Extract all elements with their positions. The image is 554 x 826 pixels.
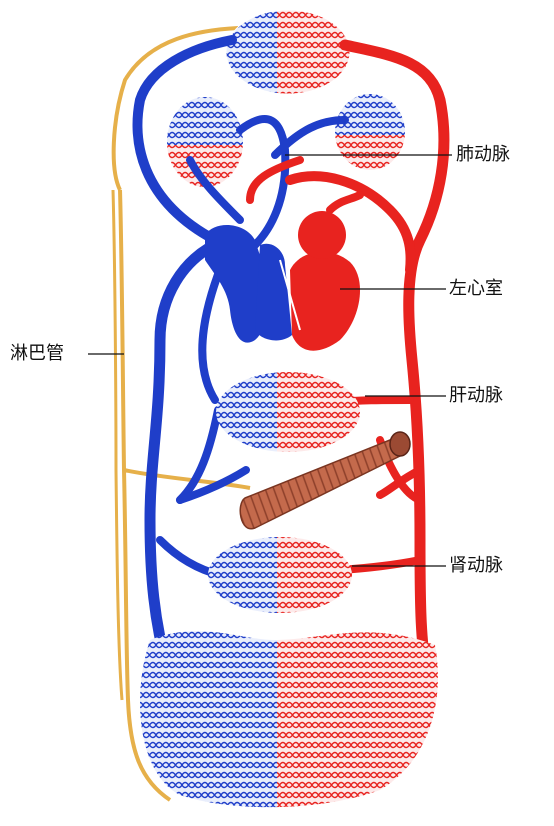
right-lung-capillaries: [335, 94, 405, 170]
lymphatic-vessel-label: 淋巴管: [10, 343, 64, 364]
lymphatic-vessel: [111, 26, 251, 802]
left-ventricle-label: 左心室: [449, 278, 503, 299]
intestine: [239, 431, 411, 530]
kidney-capillary-bed: [208, 537, 352, 613]
pulmonary-artery-label: 肺动脉: [456, 144, 510, 165]
lung-capillary-bed: [225, 9, 351, 95]
liver-capillary-bed: [216, 372, 360, 452]
hepatic-artery-label: 肝动脉: [449, 385, 503, 406]
heart: [205, 211, 361, 351]
renal-artery-label: 肾动脉: [449, 555, 503, 576]
arterial-vessels: [246, 39, 450, 696]
left-lung-capillaries: [167, 97, 243, 187]
lower-body-capillary-bed: [140, 631, 438, 808]
